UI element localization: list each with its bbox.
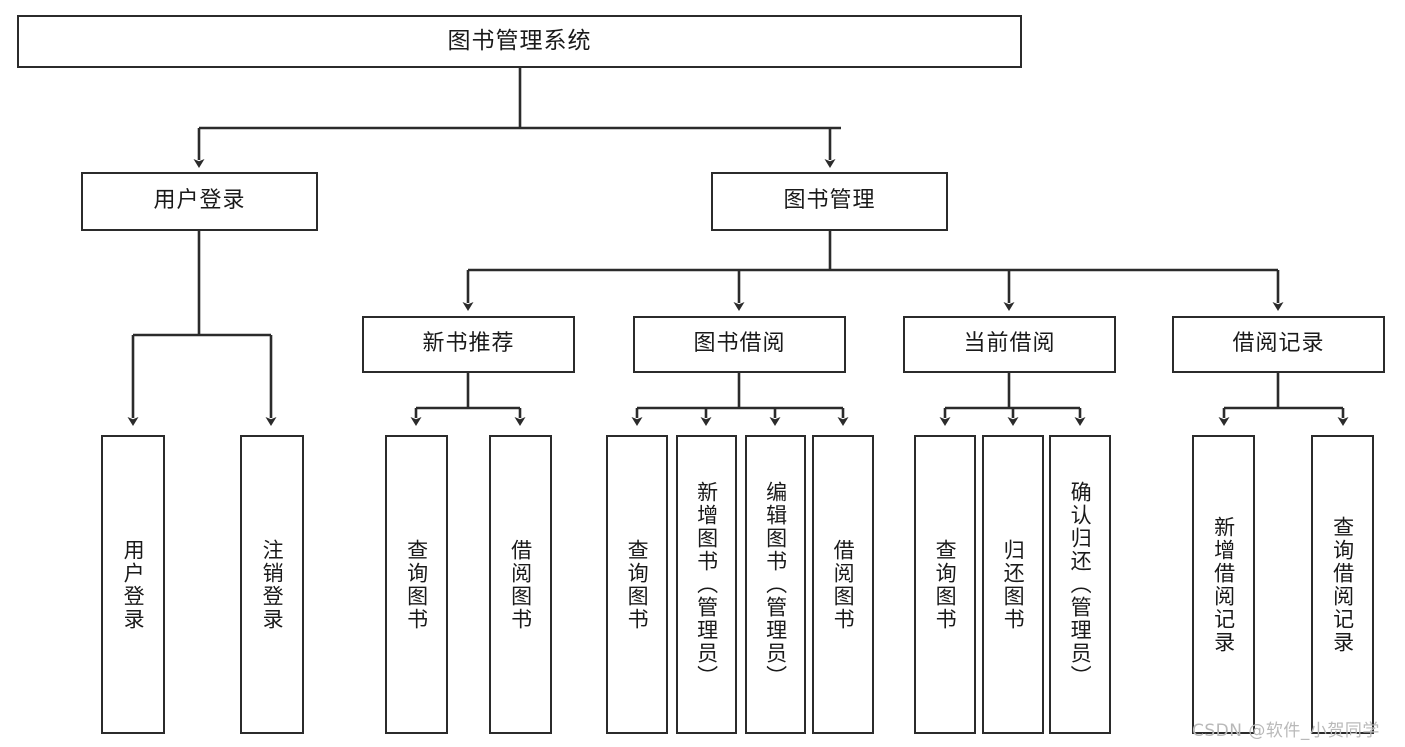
node-new-book-recommendation[interactable]: 新书推荐 (362, 316, 575, 373)
node-label: 借阅图书 (508, 538, 533, 631)
node-leaf-add-borrowing-record[interactable]: 新增借阅记录 (1192, 435, 1255, 734)
node-book-borrowing[interactable]: 图书借阅 (633, 316, 846, 373)
node-leaf-query-book-current[interactable]: 查询图书 (914, 435, 976, 734)
node-leaf-borrow-book[interactable]: 借阅图书 (812, 435, 874, 734)
node-leaf-edit-book-admin[interactable]: 编辑图书（管理员） (745, 435, 806, 734)
node-leaf-user-login[interactable]: 用户登录 (101, 435, 165, 734)
node-leaf-confirm-return-admin[interactable]: 确认归还（管理员） (1049, 435, 1111, 734)
node-user-login[interactable]: 用户登录 (81, 172, 318, 231)
node-leaf-query-book-borrowing[interactable]: 查询图书 (606, 435, 668, 734)
node-leaf-add-book-admin[interactable]: 新增图书（管理员） (676, 435, 737, 734)
node-label: 借阅记录 (1232, 331, 1325, 357)
node-label: 查询借阅记录 (1330, 515, 1355, 654)
node-leaf-query-book-recommendation[interactable]: 查询图书 (385, 435, 448, 734)
node-label: 新书推荐 (422, 331, 515, 357)
node-leaf-query-borrowing-record[interactable]: 查询借阅记录 (1311, 435, 1374, 734)
node-label: 当前借阅 (963, 331, 1056, 357)
node-label: 确认归还（管理员） (1068, 481, 1093, 688)
node-label: 借阅图书 (831, 538, 856, 631)
node-label: 新增图书（管理员） (694, 481, 719, 688)
csdn-watermark: CSDN @软件_小贺同学 (1192, 721, 1380, 741)
node-label: 用户登录 (153, 188, 246, 214)
node-leaf-user-logout[interactable]: 注销登录 (240, 435, 304, 734)
node-label: 图书管理系统 (447, 27, 592, 54)
node-label: 图书借阅 (693, 331, 786, 357)
node-root-book-management-system[interactable]: 图书管理系统 (17, 15, 1022, 68)
node-label: 查询图书 (933, 538, 958, 631)
node-current-borrowing[interactable]: 当前借阅 (903, 316, 1116, 373)
node-label: 编辑图书（管理员） (763, 481, 788, 688)
node-label: 归还图书 (1001, 538, 1026, 631)
node-label: 图书管理 (783, 188, 876, 214)
node-label: 新增借阅记录 (1211, 515, 1236, 654)
node-book-management[interactable]: 图书管理 (711, 172, 948, 231)
node-label: 用户登录 (121, 538, 146, 631)
node-leaf-borrow-book-recommendation[interactable]: 借阅图书 (489, 435, 552, 734)
node-label: 查询图书 (404, 538, 429, 631)
node-borrowing-records[interactable]: 借阅记录 (1172, 316, 1385, 373)
node-label: 查询图书 (625, 538, 650, 631)
node-leaf-return-book[interactable]: 归还图书 (982, 435, 1044, 734)
node-label: 注销登录 (260, 538, 285, 631)
